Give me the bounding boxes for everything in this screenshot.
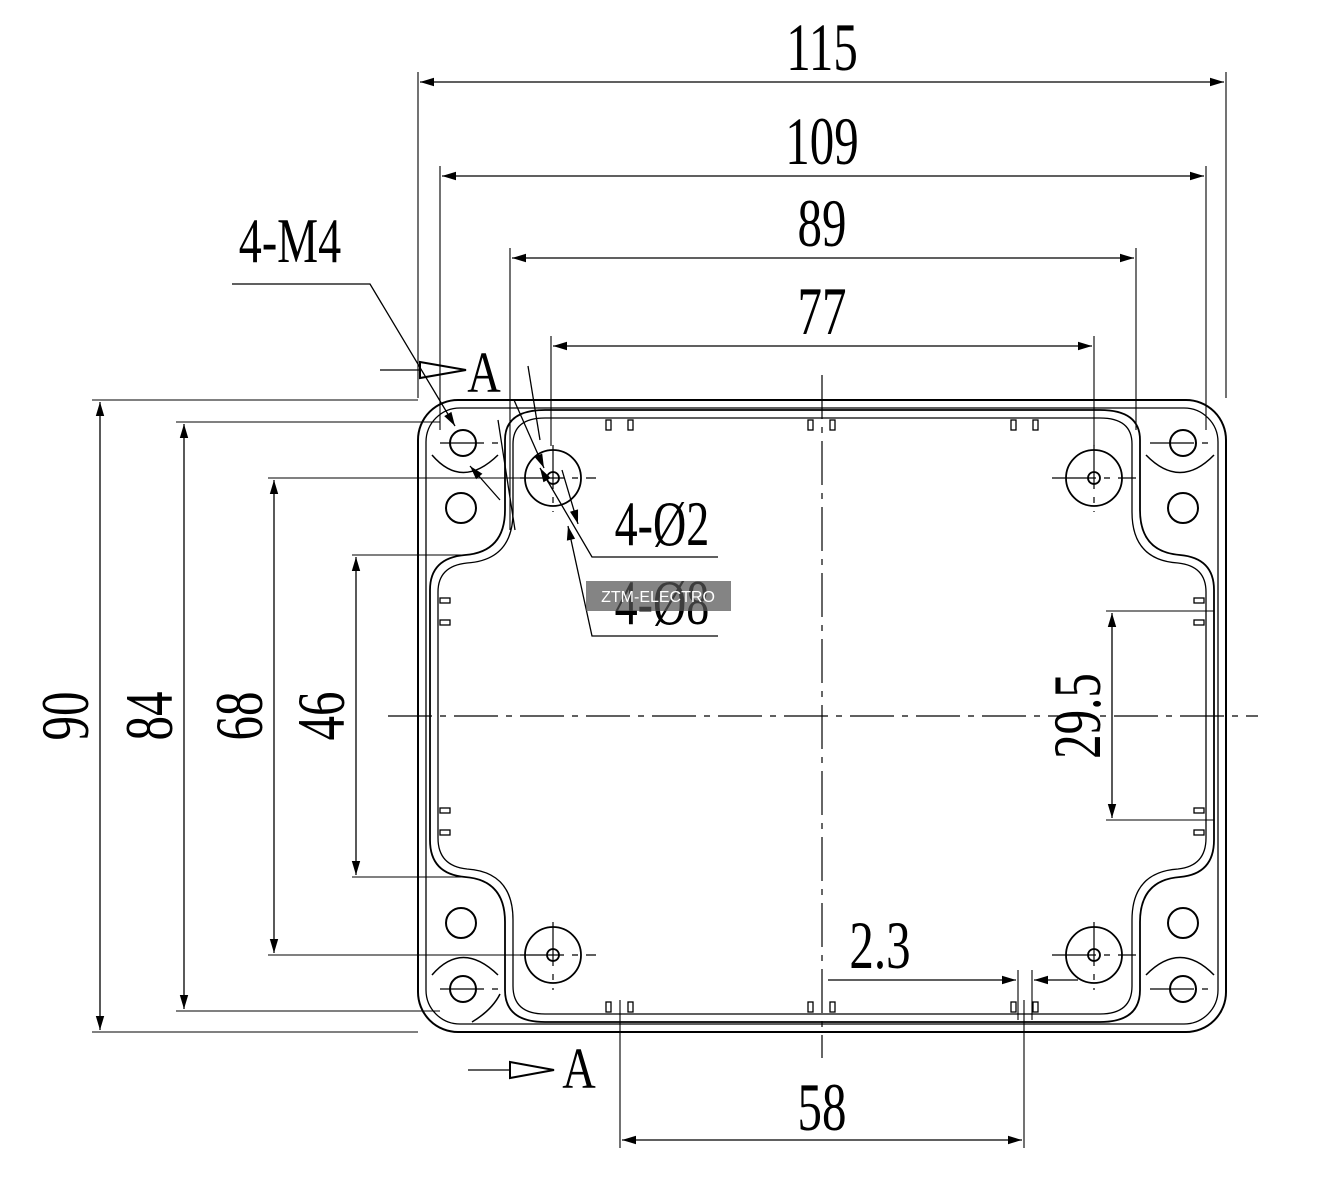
- dim-label-84: 84: [111, 692, 187, 741]
- dim-label-77: 77: [798, 273, 847, 349]
- section-labels: A A: [467, 341, 596, 1101]
- dim-label-89: 89: [798, 185, 847, 261]
- extension-lines: [92, 72, 1227, 1148]
- dim-label-115: 115: [786, 9, 858, 85]
- leader-m4: [232, 283, 456, 427]
- section-arrows: [380, 360, 555, 1080]
- dim-label-29-5: 29.5: [1039, 673, 1115, 759]
- callout-m4: 4-M4: [239, 206, 341, 277]
- dim-label-2-3: 2.3: [849, 907, 910, 983]
- dim-label-90: 90: [27, 692, 103, 741]
- center-lines: [388, 375, 1258, 1058]
- leader-lines: [232, 283, 718, 637]
- dim-label-109: 109: [785, 103, 858, 179]
- section-label-bottom: A: [562, 1037, 596, 1101]
- dim-label-58: 58: [798, 1069, 847, 1145]
- leader-phi8: [566, 525, 718, 637]
- leader-phi2: [539, 467, 718, 558]
- dim-label-46: 46: [283, 692, 359, 741]
- corner-fillets: [431, 454, 1215, 1023]
- dimension-lines: [95, 77, 1224, 1145]
- watermark: ZTM-ELECTRO: [586, 581, 731, 611]
- watermark-text: ZTM-ELECTRO: [601, 589, 715, 606]
- wall-tabs: [439, 419, 1205, 1013]
- dim-label-68: 68: [201, 692, 277, 741]
- section-label-top: A: [467, 341, 501, 405]
- dimension-labels: 115 109 89 77 58 2.3 90 84 68 46 29.5: [27, 9, 1115, 1145]
- callout-phi2: 4-Ø2: [615, 489, 710, 560]
